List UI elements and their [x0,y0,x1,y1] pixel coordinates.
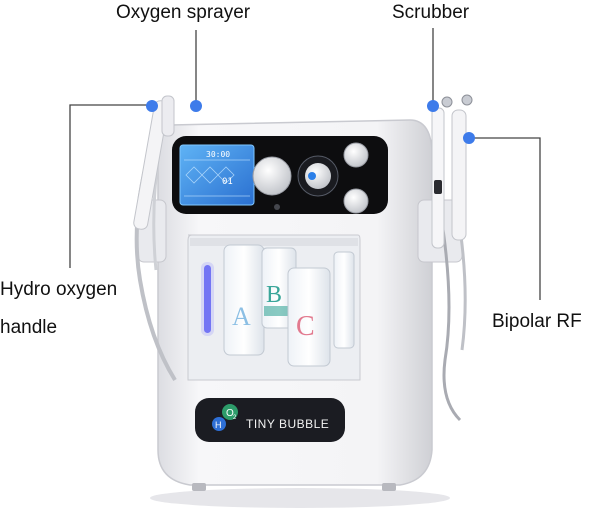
brand-badge-h-letter: H [215,420,222,430]
callout-dot-scrubber [427,100,439,112]
callout-dot-hydro [146,100,158,112]
rf-tip-ball-left [441,96,453,108]
oxygen-sprayer-handle [161,95,175,137]
knob-dial-indicator [308,172,316,180]
label-scrubber: Scrubber [392,2,470,23]
brand-badge-o: O [226,408,234,419]
bottle-c-letter: C [296,311,315,342]
bottle-d [333,251,355,349]
screen-readout-top: 30:00 [206,150,230,159]
window-inner-shadow [190,238,358,246]
brand-badge-h [212,417,226,431]
bottle-b-letter: B [266,282,282,308]
label-oxygen-sprayer: Oxygen sprayer [116,2,251,23]
callout-line-hydro [69,104,153,268]
led-glow [201,262,214,336]
label-hydro-handle: handle [0,317,58,338]
callout-line-rf [469,137,541,300]
scrubber-grip [434,180,442,194]
label-bipolar-rf: Bipolar RF [492,311,582,332]
knob-upper [343,142,369,168]
bottle-a [223,244,265,356]
bottle-b-label [264,306,292,316]
rf-tip-ball-right [461,94,473,106]
device-foot-right [382,483,396,491]
brand-badge-o2 [222,404,238,420]
callout-dot-oxygen [190,100,202,112]
bottle-c [287,267,331,367]
device-foot-left [192,483,206,491]
knob-large [252,156,292,196]
label-hydro-oxygen: Hydro oxygen [0,279,118,300]
right-hose [438,209,462,422]
brand-name: TINY BUBBLE [246,417,329,431]
floor-shadow [150,488,450,508]
screen-readout-mid: 01 [222,177,233,187]
callout-dot-rf [463,132,475,144]
bottle-a-letter: A [232,302,251,331]
knob-lower [343,188,369,214]
brand-badge-o-sub: 2 [233,415,237,421]
knob-dial [305,163,331,189]
panel-button [274,204,280,210]
led-strip [204,265,211,333]
scrubber-wand [431,107,445,249]
bipolar-rf-wand [451,109,467,241]
